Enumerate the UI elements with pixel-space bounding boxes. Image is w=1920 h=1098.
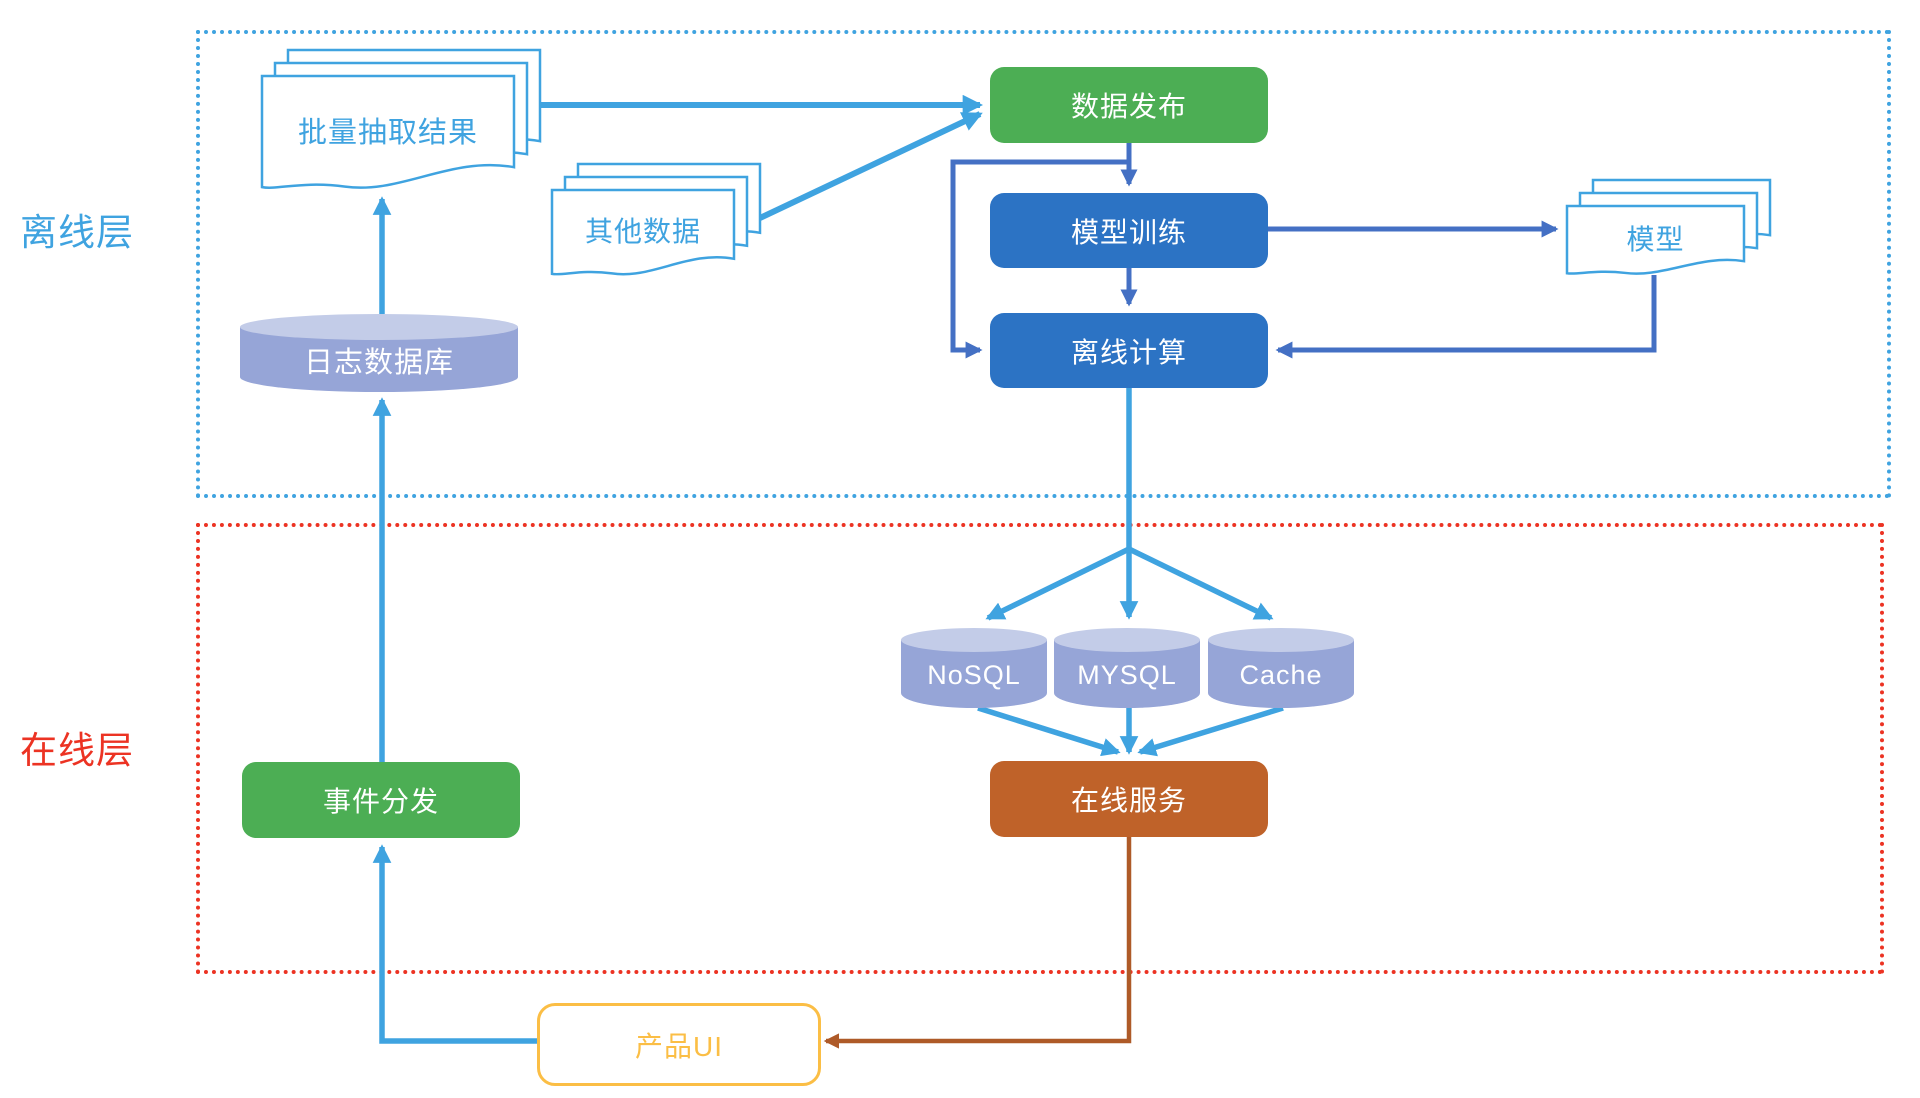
document-sheet <box>550 188 736 276</box>
document-sheet <box>260 74 516 189</box>
document-shape <box>1565 178 1772 275</box>
edge-service-to-product-ui <box>823 837 1132 1049</box>
node-event-dispatch: 事件分发 <box>242 762 520 838</box>
node-label: NoSQL <box>927 659 1021 690</box>
node-cache-cylinder: Cache <box>1208 628 1354 708</box>
online-layer-box <box>196 523 1884 974</box>
node-label: 模型训练 <box>1070 216 1187 248</box>
edge-model-to-offline-calc <box>1275 275 1657 359</box>
edge-publish-to-offline-calc <box>950 159 1129 359</box>
node-nosql-cylinder: NoSQL <box>901 628 1047 708</box>
online-layer-label: 在线层 <box>20 730 134 771</box>
edge-other-to-publish <box>758 111 983 221</box>
cylinder-top <box>1208 628 1354 652</box>
offline-layer-label: 离线层 <box>20 212 134 253</box>
node-label: 模型 <box>1626 223 1685 255</box>
offline-layer-box <box>196 30 1891 498</box>
node-label: 在线服务 <box>1070 785 1187 816</box>
node-log-database-cylinder: 日志数据库 <box>240 314 518 392</box>
document-shape <box>550 162 762 276</box>
edge-nosql-to-service <box>977 705 1121 757</box>
document-sheet <box>1565 204 1746 275</box>
cylinder-top <box>901 628 1047 652</box>
node-product-ui: 产品UI <box>537 1003 821 1086</box>
cylinder-top <box>240 314 518 340</box>
node-label: 数据发布 <box>1070 91 1187 122</box>
node-label: 其他数据 <box>584 216 701 247</box>
node-label: MYSQL <box>1077 659 1177 690</box>
node-model-document: 模型 <box>1565 178 1772 275</box>
edge-product-ui-to-event <box>372 844 537 1044</box>
node-online-service: 在线服务 <box>990 761 1268 837</box>
edge-split-to-cache <box>1127 546 1274 621</box>
edge-cache-to-service <box>1137 705 1284 757</box>
node-label: 批量抽取结果 <box>297 117 478 149</box>
node-mysql-cylinder: MYSQL <box>1054 628 1200 708</box>
cylinder-top <box>1054 628 1200 652</box>
node-label: 日志数据库 <box>303 347 454 379</box>
node-data-publish: 数据发布 <box>990 67 1268 143</box>
node-label: 离线计算 <box>1070 336 1187 368</box>
node-label: 事件分发 <box>322 786 439 817</box>
node-offline-computation: 离线计算 <box>990 313 1268 388</box>
node-model-training: 模型训练 <box>990 193 1268 268</box>
node-other-data-document: 其他数据 <box>550 162 762 276</box>
node-batch-extract-results-document: 批量抽取结果 <box>260 48 542 190</box>
document-shape <box>260 48 542 189</box>
node-label: Cache <box>1239 659 1323 690</box>
node-label: 产品UI <box>634 1030 723 1062</box>
edge-split-to-nosql <box>985 546 1131 621</box>
